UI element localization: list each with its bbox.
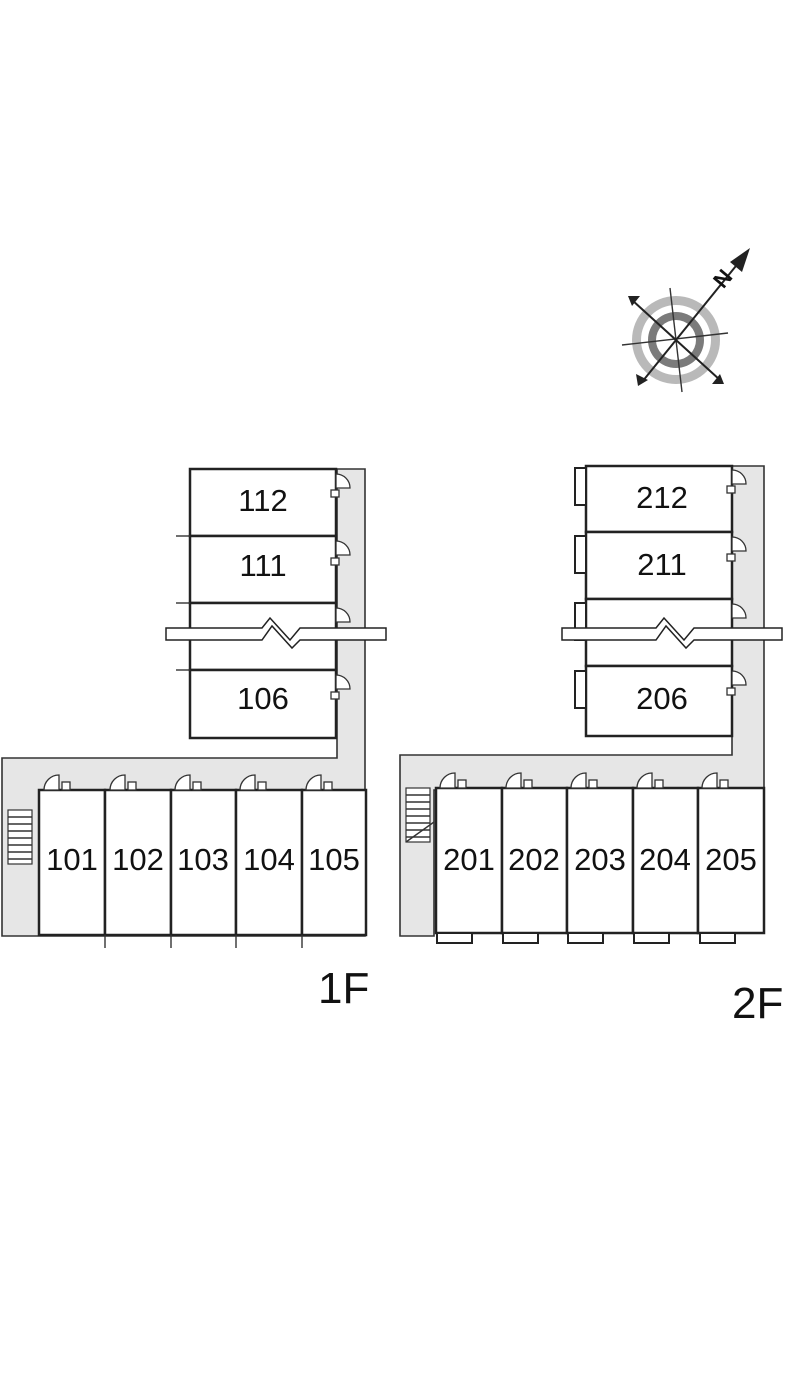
unit-106: 106 bbox=[237, 681, 289, 716]
unit-112: 112 bbox=[238, 483, 287, 518]
stairs-icon bbox=[7, 809, 33, 865]
unit-202: 202 bbox=[508, 842, 560, 877]
unit-103: 103 bbox=[177, 842, 229, 877]
compass-icon: N bbox=[621, 248, 750, 393]
stairs-icon bbox=[405, 787, 435, 843]
unit-105: 105 bbox=[308, 842, 360, 877]
unit-111: 111 bbox=[239, 548, 286, 583]
unit-204: 204 bbox=[639, 842, 691, 877]
unit-212: 212 bbox=[636, 480, 688, 515]
floor-1-label: 1F bbox=[318, 964, 369, 1013]
floor-2-plan: 212 211 206 201 202 203 204 205 2F bbox=[399, 464, 783, 1028]
unit-206: 206 bbox=[636, 681, 688, 716]
floor-1-plan: 112 111 106 101 102 103 104 105 1F bbox=[1, 467, 387, 1013]
unit-104: 104 bbox=[243, 842, 295, 877]
unit-102: 102 bbox=[112, 842, 164, 877]
floor-2-label: 2F bbox=[732, 979, 783, 1028]
unit-201: 201 bbox=[443, 842, 495, 877]
unit-205: 205 bbox=[705, 842, 757, 877]
unit-203: 203 bbox=[574, 842, 626, 877]
unit-211: 211 bbox=[637, 547, 686, 582]
unit-101: 101 bbox=[46, 842, 98, 877]
